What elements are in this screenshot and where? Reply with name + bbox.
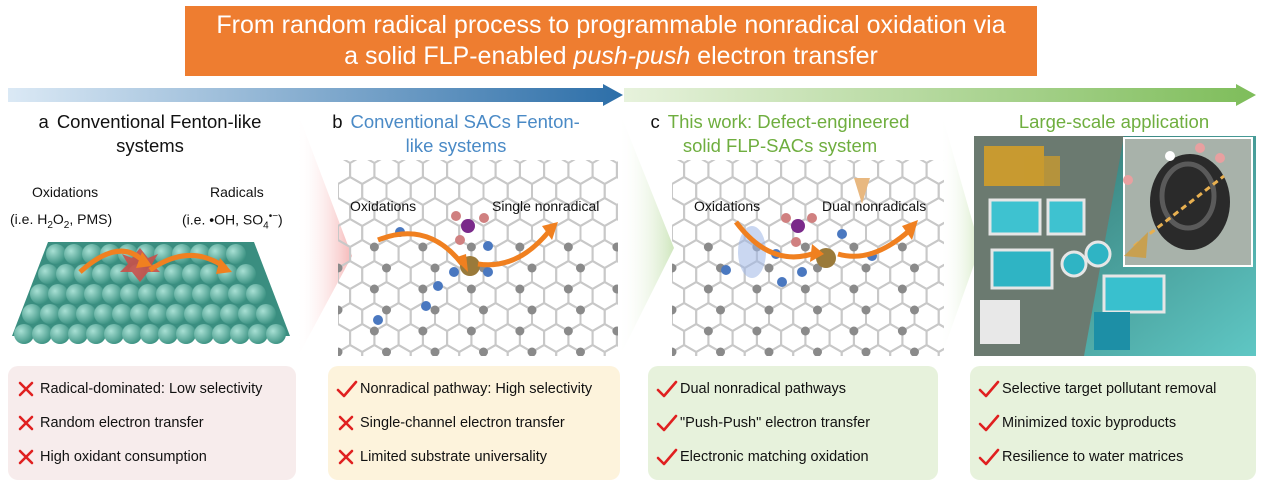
check-icon: [656, 414, 678, 432]
panel-a-oxidations-label: Oxidations: [32, 184, 99, 200]
list-item: Single-channel electron transfer: [336, 406, 612, 440]
water-treatment-plant-illustration: [974, 136, 1256, 356]
check-icon: [336, 380, 358, 398]
list-item: Random electron transfer: [16, 406, 288, 440]
header-banner: From random radical process to programma…: [185, 6, 1037, 76]
check-icon: [978, 448, 1000, 466]
list-item: Dual nonradical pathways: [656, 372, 930, 406]
cross-icon: [338, 449, 354, 465]
check-icon: [656, 380, 678, 398]
banner-line-1: From random radical process to programma…: [216, 11, 1006, 39]
green-progress-arrow: [624, 84, 1256, 106]
panel-b-summary-box: Nonradical pathway: High selectivity Sin…: [328, 366, 620, 480]
panel-a-letter: a: [38, 111, 49, 132]
cross-icon: [18, 415, 34, 431]
list-item: Limited substrate universality: [336, 440, 612, 474]
panel-a-summary-box: Radical-dominated: Low selectivity Rando…: [8, 366, 296, 480]
panel-c-letter: c: [650, 111, 660, 132]
panel-b-chevron-bg: [296, 108, 352, 360]
list-item: High oxidant consumption: [16, 440, 288, 474]
panel-c-graphene-lattice: [672, 160, 944, 356]
panel-b-letter: b: [332, 111, 343, 132]
list-item: "Push-Push" electron transfer: [656, 406, 930, 440]
panel-b-nonradical-label: Single nonradical: [492, 198, 600, 214]
cross-icon: [18, 449, 34, 465]
list-item: Nonradical pathway: High selectivity: [336, 372, 612, 406]
list-item: Resilience to water matrices: [978, 440, 1248, 474]
panel-c-chevron-bg: [618, 108, 674, 360]
panel-c-oxidations-label: Oxidations: [694, 198, 761, 214]
panel-d-summary-box: Selective target pollutant removal Minim…: [970, 366, 1256, 480]
panel-c-summary-box: Dual nonradical pathways "Push-Push" ele…: [648, 366, 938, 480]
list-item: Electronic matching oxidation: [656, 440, 930, 474]
panel-d-chevron-bg: [940, 108, 980, 360]
list-item: Radical-dominated: Low selectivity: [16, 372, 288, 406]
list-item: Selective target pollutant removal: [978, 372, 1248, 406]
panel-d-title: Large-scale application: [1018, 111, 1210, 132]
panel-c-nonradicals-label: Dual nonradicals: [822, 198, 927, 214]
panel-b-graphene-lattice: [338, 160, 618, 356]
check-icon: [978, 380, 1000, 398]
cross-icon: [338, 415, 354, 431]
list-item: Minimized toxic byproducts: [978, 406, 1248, 440]
panel-a-oxidations-detail: (i.e. H2O2, PMS): [10, 211, 113, 231]
check-icon: [978, 414, 1000, 432]
check-icon: [656, 448, 678, 466]
blue-progress-arrow: [8, 84, 623, 106]
panel-a-catalyst-surface: [12, 242, 290, 344]
panel-a-radicals-detail: (i.e. •OH, SO4•−): [182, 211, 283, 232]
panel-a-radicals-label: Radicals: [210, 184, 264, 200]
cross-icon: [18, 381, 34, 397]
panel-b-oxidations-label: Oxidations: [350, 198, 417, 214]
banner-line-2: a solid FLP-enabled push-push electron t…: [344, 42, 878, 70]
